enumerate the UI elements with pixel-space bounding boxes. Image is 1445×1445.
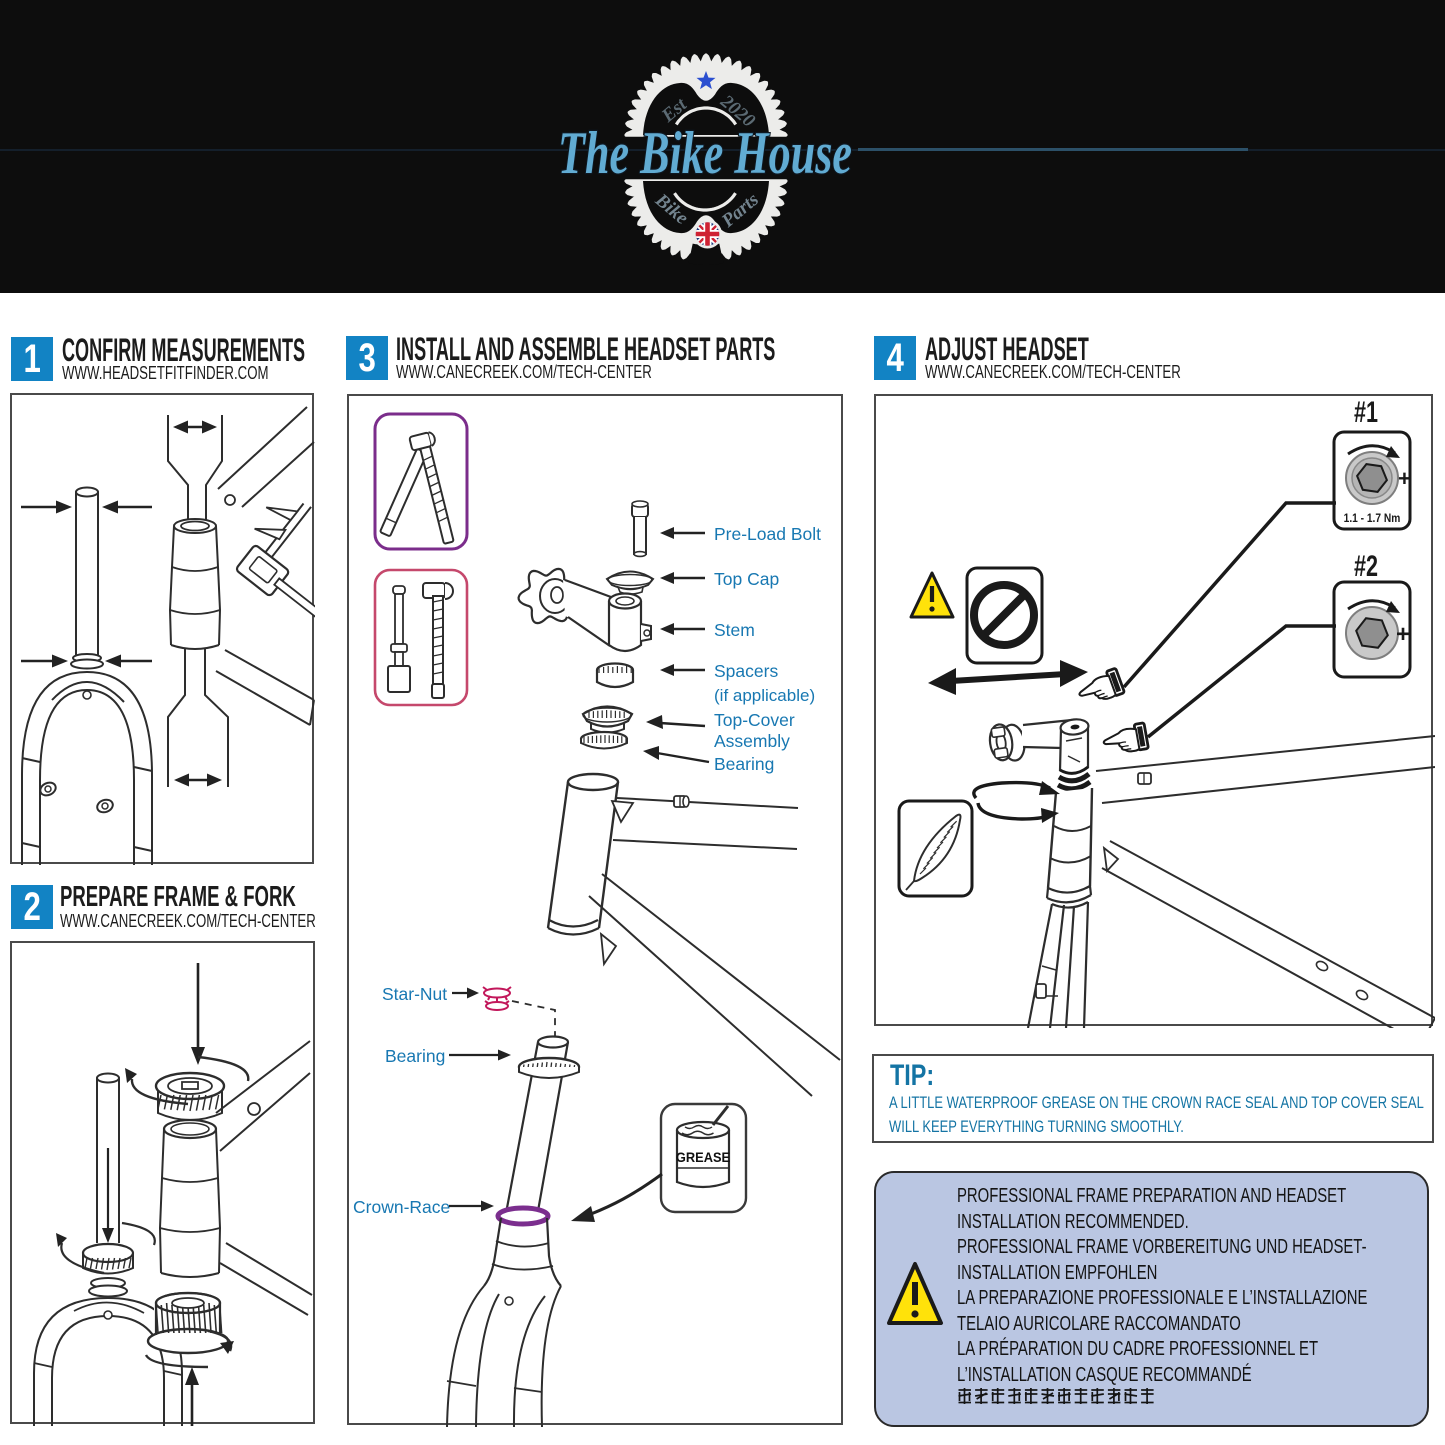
svg-text:(if applicable): (if applicable) [714,686,815,705]
svg-text:Star-Nut: Star-Nut [382,984,447,1004]
svg-text:1.1 - 1.7 Nm: 1.1 - 1.7 Nm [1344,512,1401,525]
svg-text:+: + [1398,466,1411,491]
svg-text:The Bike House: The Bike House [558,120,852,186]
svg-text:+: + [1396,621,1410,648]
svg-text:Pre-Load Bolt: Pre-Load Bolt [714,524,821,544]
svg-text:Top Cap: Top Cap [714,569,779,589]
svg-text:Crown-Race: Crown-Race [353,1197,450,1217]
svg-text:#2: #2 [1354,548,1378,582]
svg-text:Assembly: Assembly [714,731,790,751]
svg-text:Bearing: Bearing [385,1046,445,1066]
svg-text:Stem: Stem [714,620,755,640]
svg-text:Bearing: Bearing [714,754,774,774]
svg-text:Spacers: Spacers [714,661,778,681]
svg-text:GREASE: GREASE [676,1150,730,1165]
svg-text:#1: #1 [1354,396,1378,429]
svg-text:Top-Cover: Top-Cover [714,710,795,730]
